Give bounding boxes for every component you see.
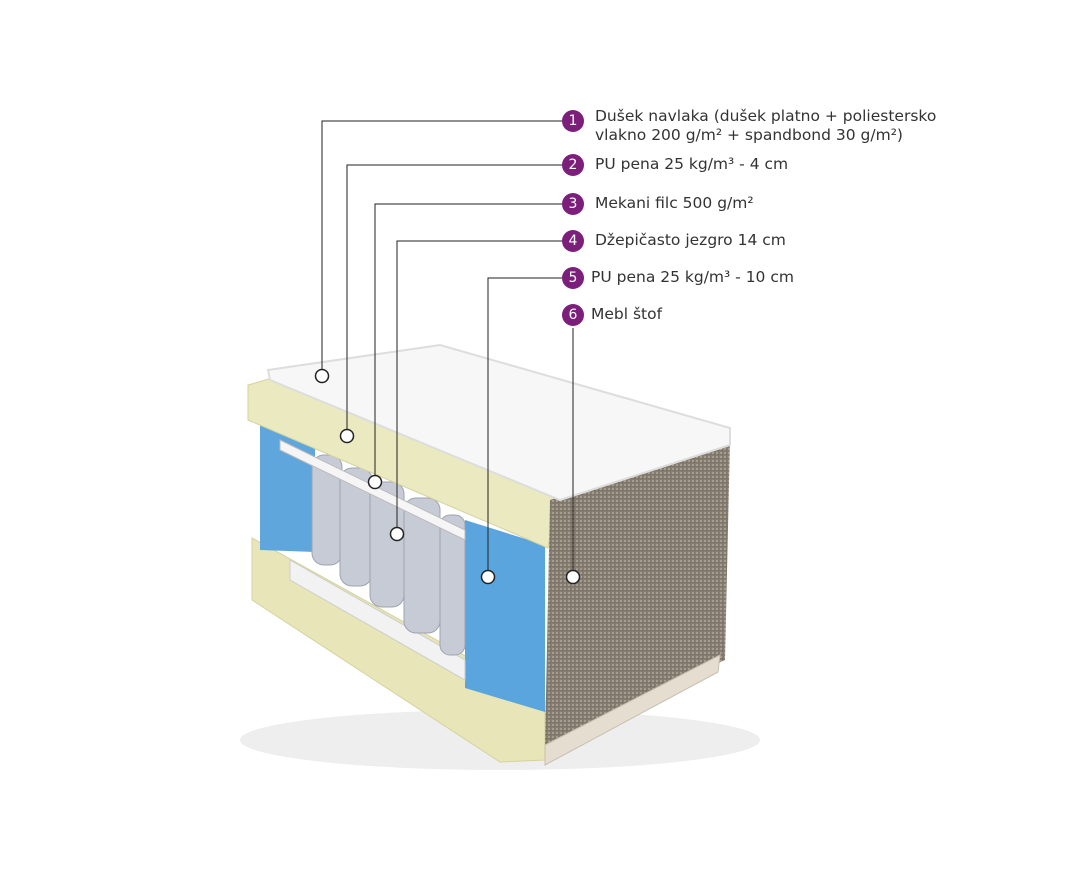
layer-badge-2: 2	[562, 154, 584, 176]
layer-label-1-line2: vlakno 200 g/m² + spandbond 30 g/m²)	[595, 126, 903, 144]
layer-label-2: PU pena 25 kg/m³ - 4 cm	[595, 155, 789, 173]
leader-lines	[321, 120, 574, 572]
layer-label-5: PU pena 25 kg/m³ - 10 cm	[591, 268, 794, 286]
layer-label-4: Džepičasto jezgro 14 cm	[595, 231, 786, 249]
layer-badge-4: 4	[562, 230, 584, 252]
felt-top	[279, 439, 466, 541]
mattress-cover	[266, 343, 731, 502]
layer-badge-5: 5	[562, 267, 584, 289]
layer-label-6: Mebl štof	[591, 305, 663, 323]
layer-badge-1: 1	[562, 110, 584, 132]
layer-label-3: Mekani filc 500 g/m²	[595, 194, 754, 212]
fabric-side	[545, 440, 730, 745]
layer-label-1: Dušek navlaka (dušek platno + poliesters…	[595, 107, 936, 145]
pocket-springs	[311, 454, 466, 656]
blue-foam-right	[465, 520, 545, 712]
layer-badge-3: 3	[562, 193, 584, 215]
marker-dots	[314, 368, 581, 585]
layer-badge-6: 6	[562, 304, 584, 326]
layer-label-1-line1: Dušek navlaka (dušek platno + poliesters…	[595, 107, 937, 125]
fabric-edge	[544, 654, 721, 766]
